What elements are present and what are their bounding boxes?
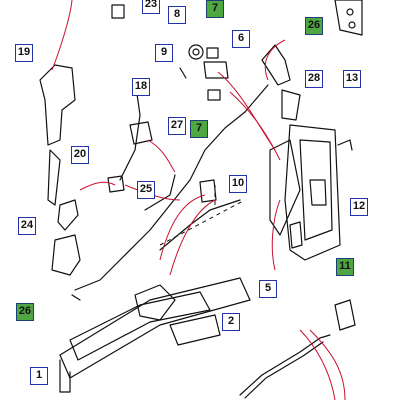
lower-rod-part <box>239 334 331 396</box>
callout-c7b: 7 <box>190 120 208 138</box>
callout-c28: 28 <box>305 70 323 88</box>
callout-c11: 11 <box>336 258 354 276</box>
callout-c25: 25 <box>137 181 155 199</box>
callout-c5: 5 <box>259 280 277 298</box>
callout-c10: 10 <box>229 175 247 193</box>
callout-c12: 12 <box>350 198 368 216</box>
callout-c7a: 7 <box>206 0 224 18</box>
callout-c6: 6 <box>232 30 250 48</box>
latch-body-part <box>284 124 341 261</box>
link-rod-part <box>74 84 269 291</box>
callout-c1: 1 <box>30 367 48 385</box>
callout-c2: 2 <box>222 313 240 331</box>
callout-c20: 20 <box>71 146 89 164</box>
callout-c13: 13 <box>343 70 361 88</box>
callout-c23: 23 <box>142 0 160 14</box>
callout-c18: 18 <box>132 78 150 96</box>
callout-c9: 9 <box>155 44 173 62</box>
callout-c26b: 26 <box>16 303 34 321</box>
callout-c26a: 26 <box>305 17 323 35</box>
left-bracket-part <box>39 64 76 146</box>
clip-part <box>111 4 125 19</box>
callout-c27: 27 <box>168 117 186 135</box>
callout-c19: 19 <box>15 44 33 62</box>
callout-c8: 8 <box>168 6 186 24</box>
callout-c24: 24 <box>18 217 36 235</box>
